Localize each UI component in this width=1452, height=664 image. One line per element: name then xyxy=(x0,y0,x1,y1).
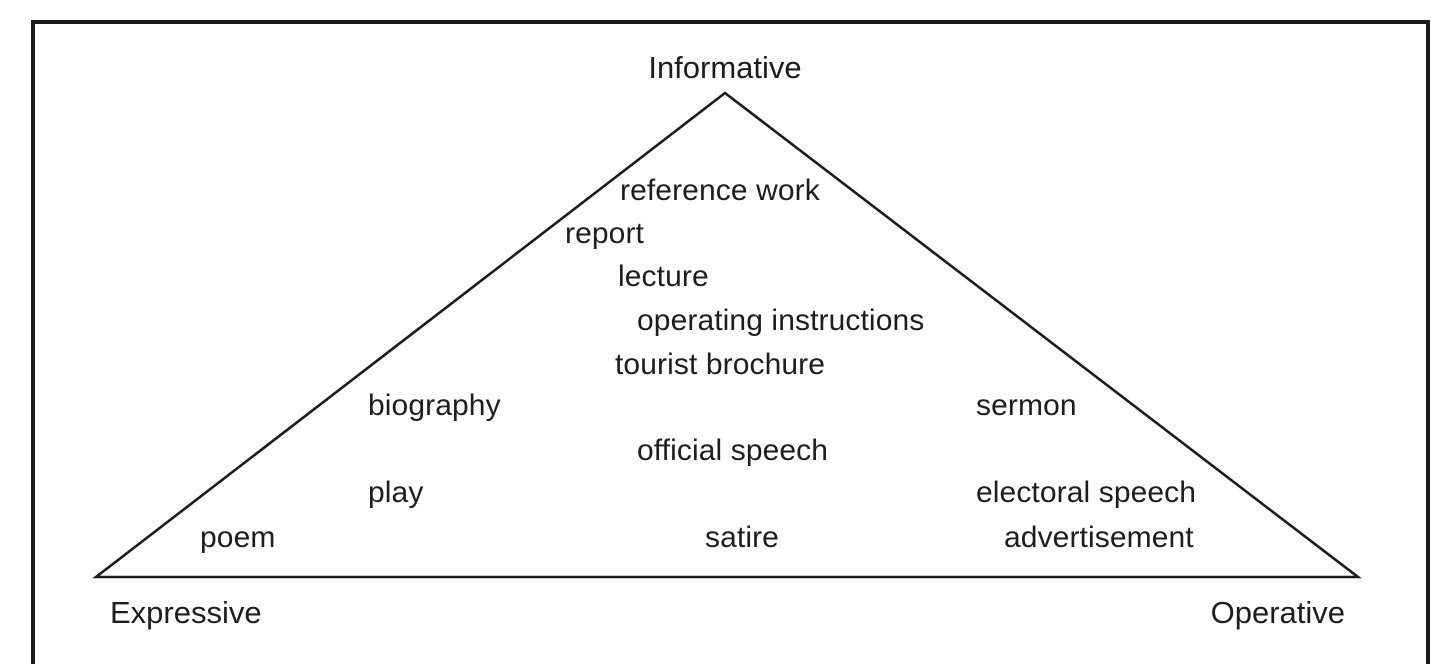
item-report: report xyxy=(565,217,644,250)
item-sermon: sermon xyxy=(976,389,1077,422)
corner-label-operative: Operative xyxy=(1210,595,1345,630)
item-electoral-speech: electoral speech xyxy=(976,476,1197,509)
item-satire: satire xyxy=(705,521,779,554)
apex-label-informative: Informative xyxy=(648,50,802,85)
item-official-speech: official speech xyxy=(637,434,829,467)
item-play: play xyxy=(368,476,424,509)
item-operating-instructions: operating instructions xyxy=(637,304,925,337)
item-reference-work: reference work xyxy=(620,174,820,207)
corner-label-expressive: Expressive xyxy=(110,595,262,630)
item-poem: poem xyxy=(200,521,276,554)
item-biography: biography xyxy=(368,389,501,422)
item-advertisement: advertisement xyxy=(1004,521,1194,554)
figure-outer-frame xyxy=(31,20,1430,664)
item-tourist-brochure: tourist brochure xyxy=(615,348,826,381)
item-lecture: lecture xyxy=(618,260,709,293)
